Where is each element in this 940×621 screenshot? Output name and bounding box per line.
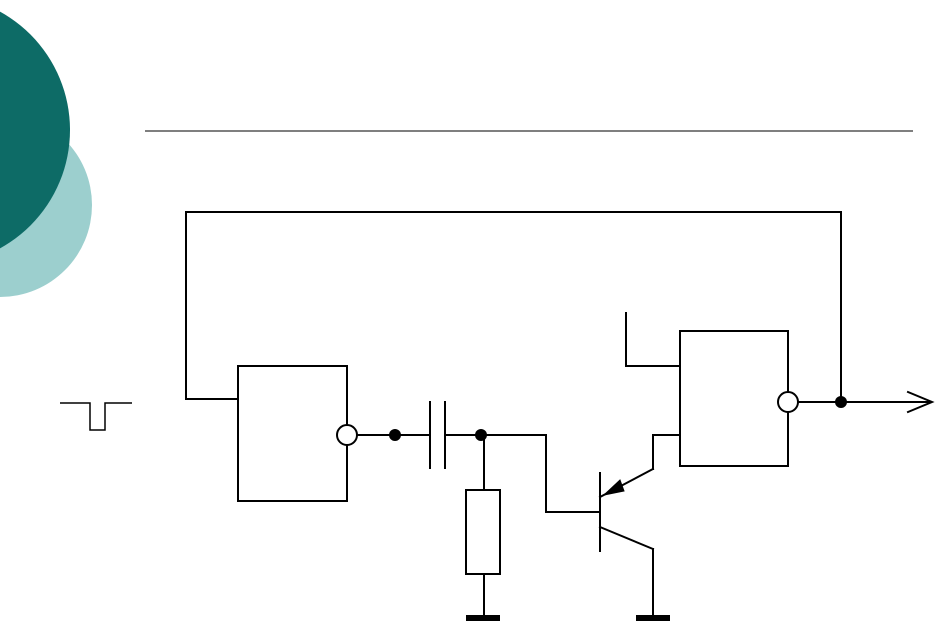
coupling-capacitor (429, 401, 446, 469)
ground-1 (466, 615, 500, 621)
resistor (465, 489, 501, 575)
wire-emitter-gate2 (652, 434, 681, 470)
wire-gate2-input-top (625, 312, 681, 367)
transistor (598, 467, 655, 552)
inverter-bubble-1 (336, 424, 358, 446)
wire-cap-base (444, 434, 601, 513)
dark-teal-circle (0, 11, 70, 249)
junction-dot-1 (389, 429, 401, 441)
logic-gate-1 (237, 365, 348, 502)
junction-dot-3 (835, 396, 847, 408)
logic-gate-2 (679, 330, 789, 467)
input-pulse-symbol (60, 402, 132, 431)
inverter-bubble-2 (777, 391, 799, 413)
slide-decoration (0, 11, 92, 297)
feedback-wire (185, 211, 842, 403)
ground-2 (636, 615, 670, 621)
junction-dot-2 (475, 429, 487, 441)
output-arrow (906, 390, 935, 414)
